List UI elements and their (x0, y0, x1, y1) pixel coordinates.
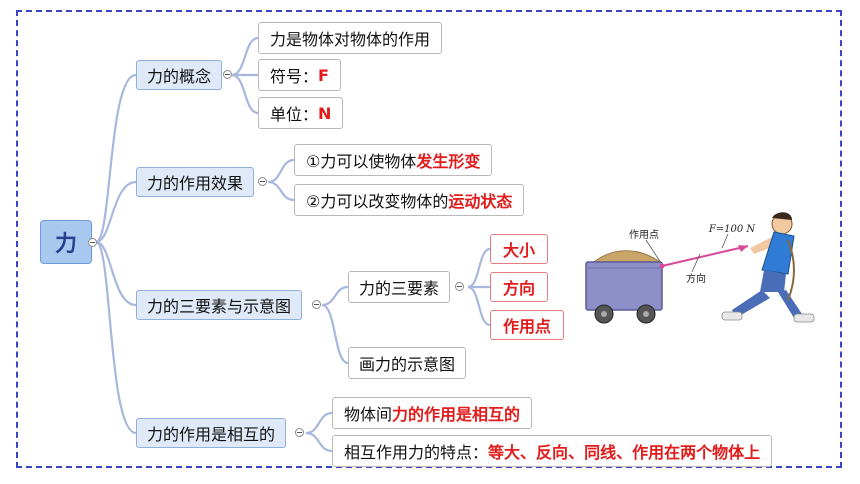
root-label: 力 (54, 232, 77, 257)
force-label: F=100 N (708, 224, 757, 235)
feature-two-objects: 作用在两个物体上 (632, 443, 761, 462)
root-node[interactable]: 力 (40, 220, 92, 264)
leaf-unit[interactable]: 单位： N (258, 97, 344, 129)
leaf-text: 物体间 (344, 405, 393, 424)
element-text: 方向 (502, 279, 535, 298)
collapse-icon[interactable] (295, 428, 304, 437)
collapse-icon[interactable] (258, 177, 267, 186)
leaf-text: 力是物体对物体的作用 (270, 30, 431, 49)
element-point[interactable]: 作用点 (490, 310, 564, 340)
direction-label: 方向 (686, 272, 706, 285)
leaf-text: 相互作用力的特点： (344, 443, 489, 462)
branch-label: 力的三要素与示意图 (147, 297, 292, 316)
branch-three-elements[interactable]: 力的三要素与示意图 (136, 290, 303, 320)
feature-sep: 、 (568, 443, 585, 462)
branch-label: 力的作用是相互的 (147, 425, 276, 444)
branch-effects[interactable]: 力的作用效果 (136, 167, 255, 197)
leaf-highlight: N (318, 103, 332, 123)
collapse-icon[interactable] (455, 282, 464, 291)
node-three-elements[interactable]: 力的三要素 (348, 271, 451, 303)
leaf-mutual[interactable]: 物体间 力的作用是相互的 (332, 397, 533, 429)
leaf-highlight: 运动状态 (448, 192, 513, 211)
point-label: 作用点 (629, 229, 659, 241)
feature-sep: 、 (616, 443, 633, 462)
collapse-icon[interactable] (88, 238, 97, 247)
branch-concept[interactable]: 力的概念 (136, 60, 223, 90)
collapse-icon[interactable] (312, 300, 321, 309)
element-text: 大小 (502, 241, 535, 260)
branch-label: 力的作用效果 (147, 174, 244, 193)
leaf-concept-definition[interactable]: 力是物体对物体的作用 (258, 22, 443, 54)
leaf-interaction-features[interactable]: 相互作用力的特点： 等大 、 反向 、 同线 、 作用在两个物体上 (332, 435, 773, 467)
collapse-icon[interactable] (223, 70, 232, 79)
element-magnitude[interactable]: 大小 (490, 234, 548, 264)
mid-label: 画力的示意图 (359, 355, 456, 374)
leaf-text: 符号： (270, 67, 319, 86)
feature-collinear: 同线 (584, 443, 617, 462)
branch-mutual[interactable]: 力的作用是相互的 (136, 418, 287, 448)
leaf-highlight: F (318, 65, 329, 85)
leaf-text: ①力可以使物体 (306, 152, 417, 171)
leaf-symbol[interactable]: 符号： F (258, 59, 341, 91)
branch-label: 力的概念 (147, 67, 212, 86)
feature-sep: 、 (520, 443, 537, 462)
leaf-highlight: 力的作用是相互的 (392, 405, 521, 424)
leaf-text: 单位： (270, 105, 319, 124)
element-text: 作用点 (502, 317, 551, 336)
element-direction[interactable]: 方向 (490, 272, 548, 302)
cart-icon (585, 250, 663, 324)
feature-opposite: 反向 (536, 443, 569, 462)
leaf-highlight: 发生形变 (416, 152, 481, 171)
leaf-text: ②力可以改变物体的 (306, 192, 449, 211)
person-icon (721, 212, 815, 323)
node-draw-diagram[interactable]: 画力的示意图 (348, 347, 467, 379)
leaf-effect-motion[interactable]: ②力可以改变物体的 运动状态 (294, 184, 525, 216)
cart-pull-illustration: 作用点 F=100 N 方向 (585, 212, 815, 324)
feature-equal: 等大 (488, 443, 521, 462)
leaf-effect-deform[interactable]: ①力可以使物体 发生形变 (294, 144, 493, 176)
mid-label: 力的三要素 (359, 279, 440, 298)
dashed-frame (16, 10, 842, 468)
